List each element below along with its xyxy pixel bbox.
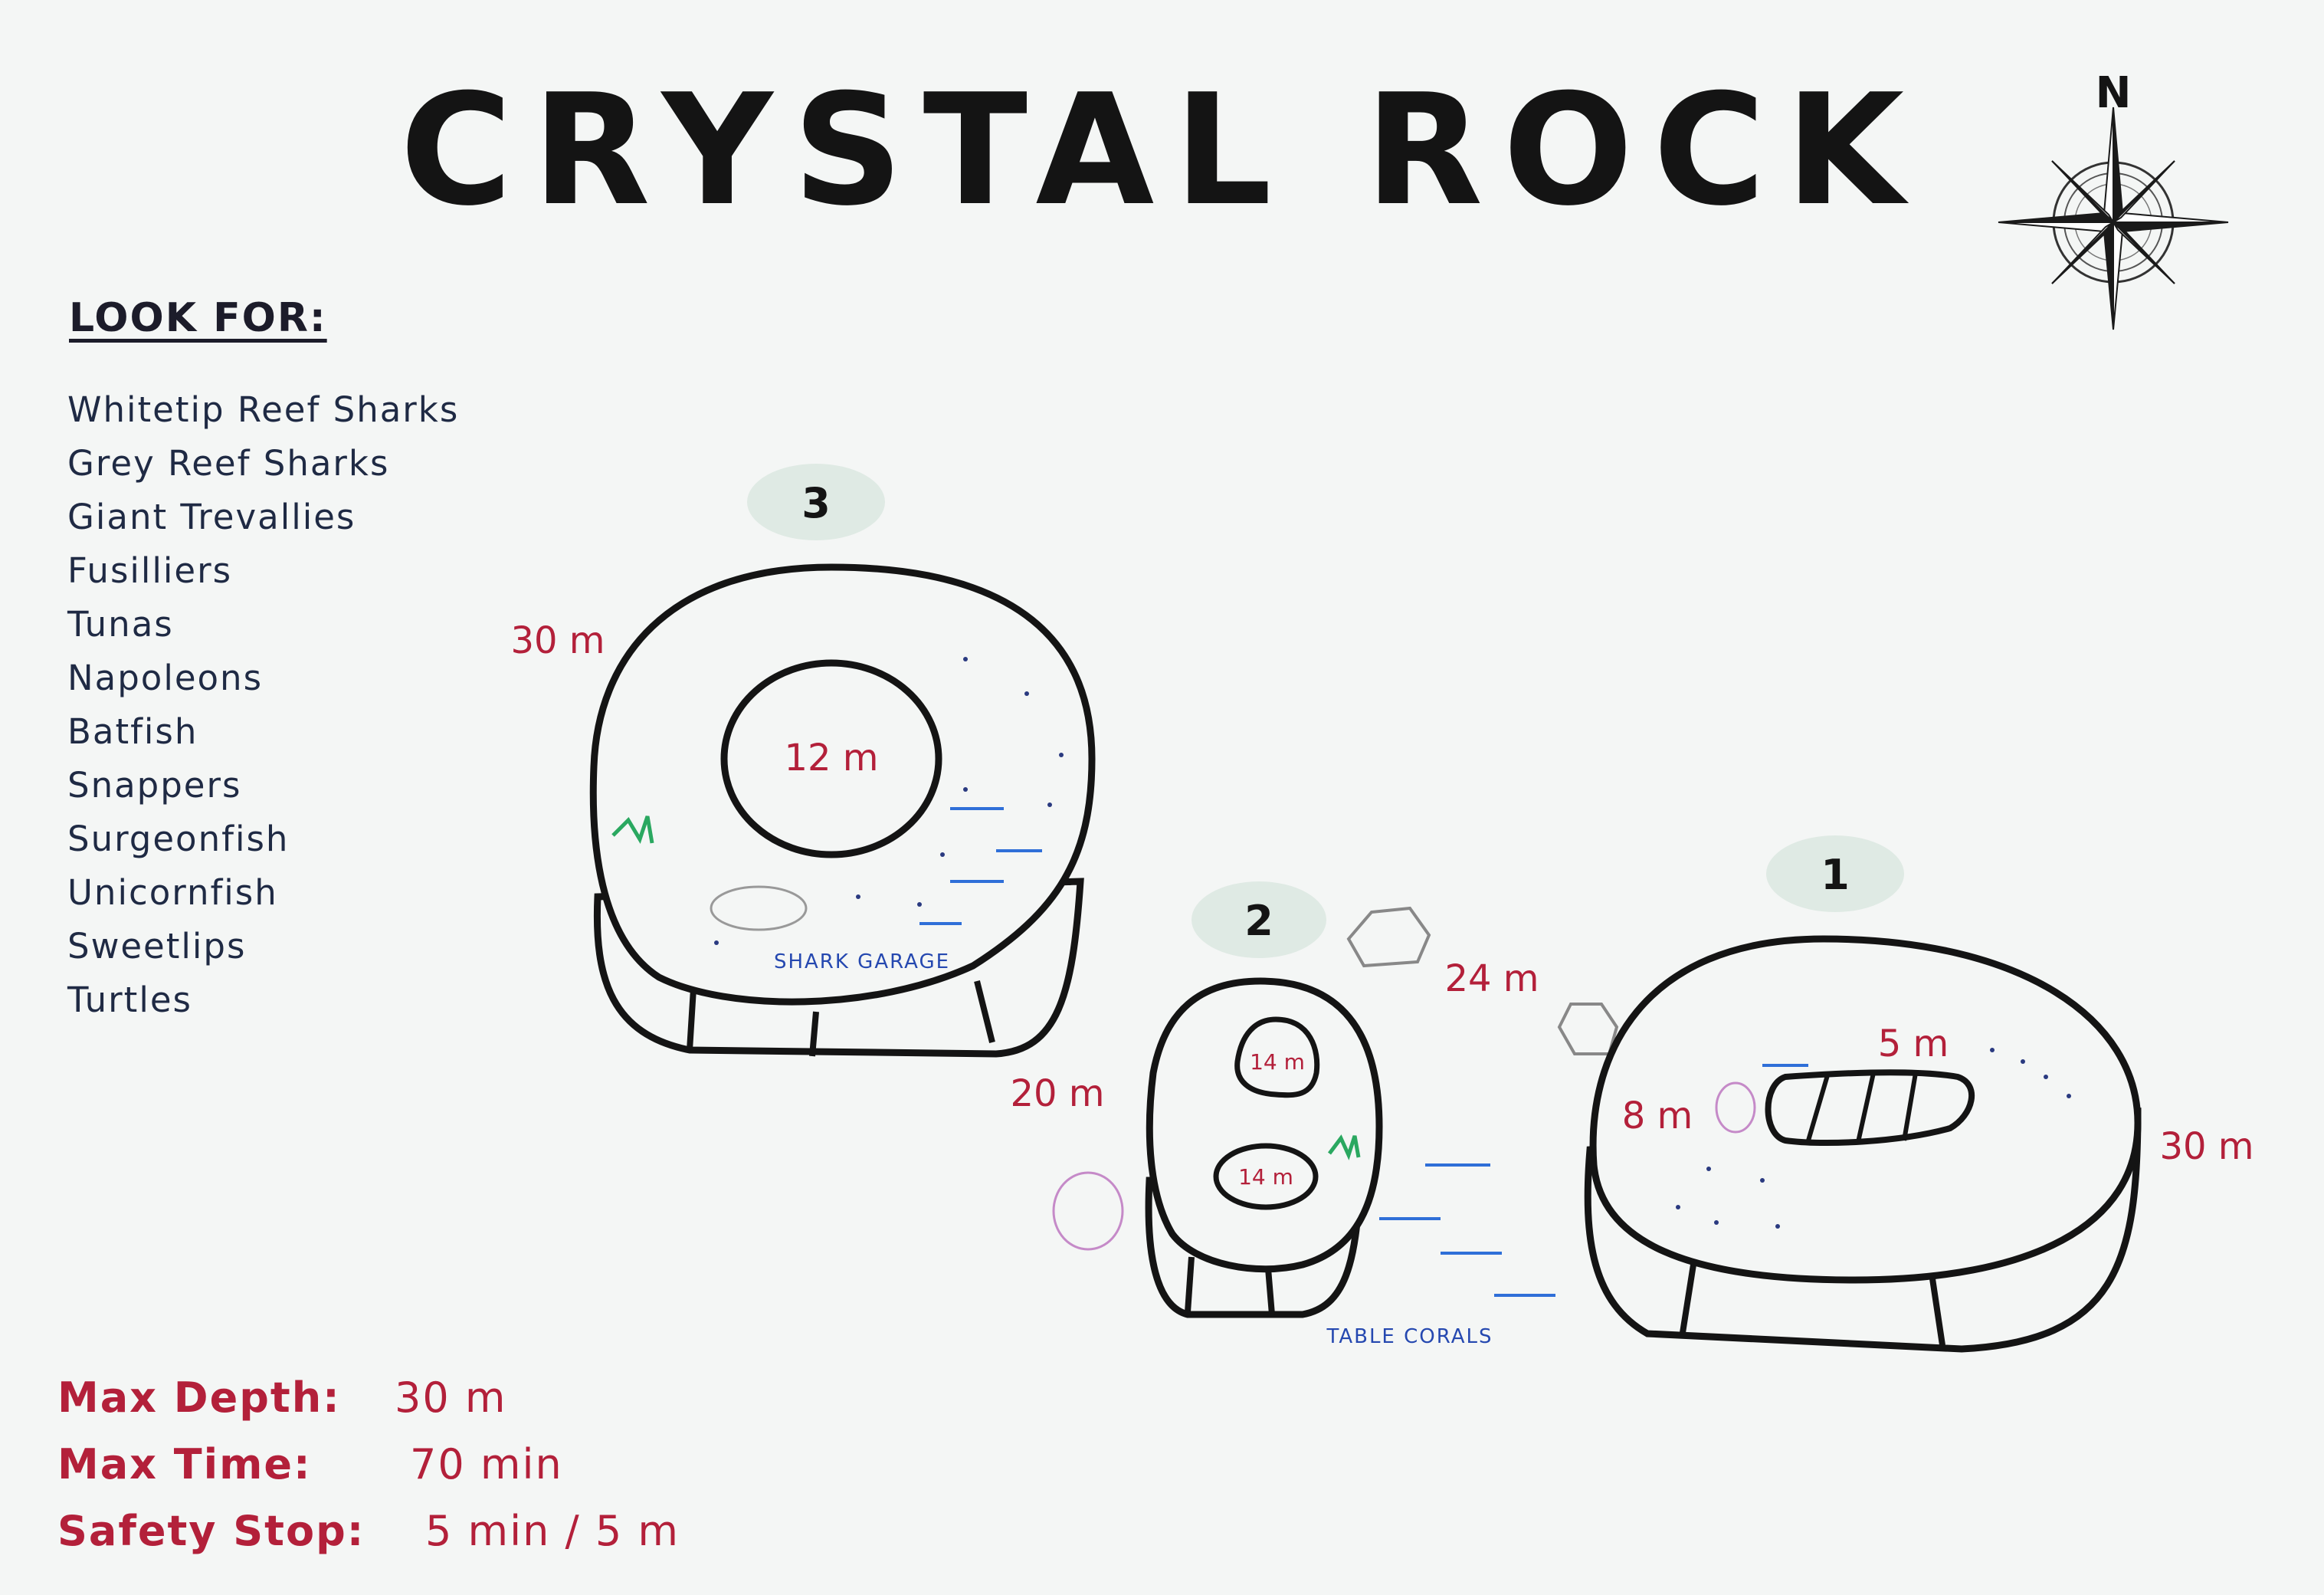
- list-item: Tunas: [67, 604, 174, 645]
- safety-stop-value: 5 min / 5 m: [425, 1507, 680, 1555]
- rock-3: [589, 563, 1096, 1058]
- compass-rose-icon: [1998, 107, 2229, 330]
- max-depth-value: 30 m: [395, 1373, 507, 1422]
- dive-info: Max Depth: 30 m Max Time: 70 min Safety …: [57, 1364, 680, 1564]
- max-time-label: Max Time:: [57, 1440, 312, 1488]
- rock-1: [1584, 935, 2142, 1353]
- table-corals-label: TABLE CORALS: [1326, 1325, 1493, 1348]
- map-title: CRYSTAL ROCK: [399, 61, 1925, 240]
- max-depth-label: Max Depth:: [57, 1373, 341, 1422]
- badge-rock-3: [747, 464, 885, 540]
- max-time-row: Max Time: 70 min: [57, 1431, 680, 1498]
- list-item: Napoleons: [67, 658, 264, 698]
- rock-1-top-depth: 5 m: [1878, 1022, 1949, 1065]
- list-item: Snappers: [67, 765, 242, 806]
- rock-2: [1145, 977, 1383, 1318]
- list-item: Surgeonfish: [67, 819, 290, 859]
- rock-1-base-depth: 30 m: [2159, 1125, 2254, 1168]
- channel-depth: 24 m: [1444, 957, 1539, 1000]
- list-item: Unicornfish: [67, 872, 278, 913]
- max-depth-row: Max Depth: 30 m: [57, 1364, 680, 1431]
- rock-1-left-depth: 8 m: [1622, 1095, 1693, 1137]
- rock-2-number: 2: [1244, 897, 1273, 945]
- rock-3-top-depth: 12 m: [784, 737, 878, 779]
- badge-rock-2: [1192, 881, 1326, 958]
- list-item: Batfish: [67, 711, 198, 752]
- badge-rock-1: [1766, 835, 1904, 912]
- compass-north-label: N: [2096, 68, 2132, 118]
- list-item: Whitetip Reef Sharks: [67, 389, 460, 430]
- list-item: Grey Reef Sharks: [67, 443, 390, 484]
- list-item: Turtles: [67, 980, 192, 1020]
- rock-3-number: 3: [801, 479, 831, 527]
- list-item: Sweetlips: [67, 926, 247, 967]
- rock-1-number: 1: [1821, 851, 1850, 899]
- rock-2-upper-depth: 14 m: [1250, 1049, 1305, 1075]
- look-for-heading: LOOK FOR:: [69, 295, 327, 341]
- rock-2-lower-depth: 14 m: [1238, 1164, 1293, 1190]
- shark-garage-label: SHARK GARAGE: [774, 950, 950, 973]
- rock-2-base-depth: 20 m: [1010, 1072, 1104, 1115]
- safety-stop-label: Safety Stop:: [57, 1507, 365, 1555]
- channel-decor: [1052, 906, 1619, 1297]
- list-item: Giant Trevallies: [67, 497, 356, 537]
- max-time-value: 70 min: [410, 1440, 563, 1488]
- list-item: Fusilliers: [67, 550, 233, 591]
- species-list: Whitetip Reef Sharks Grey Reef Sharks Gi…: [67, 383, 459, 1027]
- rock-3-base-depth: 30 m: [510, 619, 605, 662]
- safety-stop-row: Safety Stop: 5 min / 5 m: [57, 1498, 680, 1564]
